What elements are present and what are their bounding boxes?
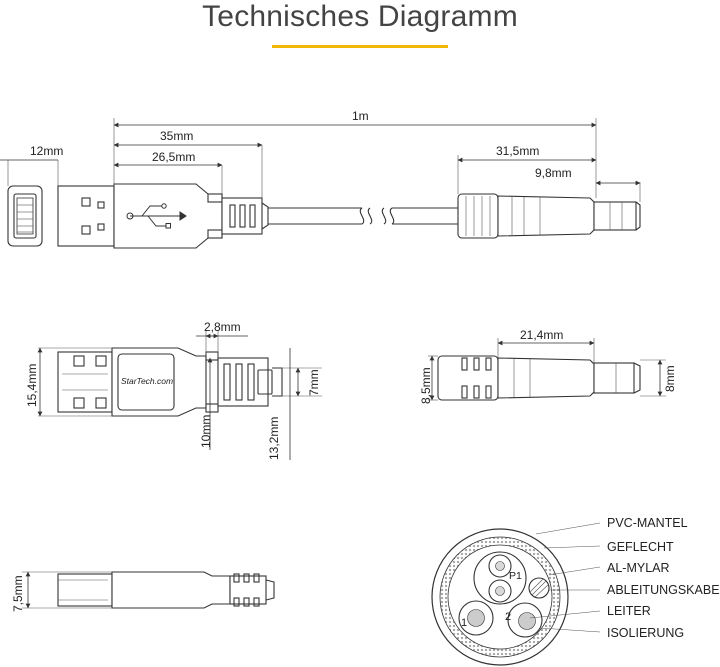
usb-side-plug	[57, 573, 113, 607]
label-pvc-mantel: PVC-MANTEL	[607, 516, 688, 530]
usb-a-plug-detail	[57, 351, 113, 413]
dim-strain-relief: 2,8mm	[204, 320, 241, 334]
title-accent-bar	[272, 45, 448, 48]
strain-relief-detail	[217, 357, 269, 407]
barrel-tip	[593, 201, 637, 231]
usb-side-view: 7,5mm	[11, 571, 275, 612]
dim-barrel-height: 8,5mm	[419, 367, 433, 404]
label-leiter: LEITER	[607, 604, 651, 618]
usb-connector-detail: StarTech.com 2,8mm 15,4mm 7mm 10mm 13,2m…	[25, 320, 322, 460]
dim-barrel-tip-height: 8mm	[663, 365, 677, 392]
dim-side-thickness: 7,5mm	[11, 575, 25, 612]
usb-logo-icon	[126, 203, 187, 229]
label-ableitungskabel: ABLEITUNGSKABEL	[607, 583, 720, 597]
dim-housing-length: 26,5mm	[152, 150, 195, 164]
dim-relief-total: 13,2mm	[267, 417, 281, 460]
dim-relief-base: 10mm	[199, 415, 213, 448]
page-title: Technisches Diagramm	[202, 0, 518, 33]
dim-barrel-body: 21,4mm	[520, 328, 563, 342]
dim-total-length: 1m	[352, 109, 369, 123]
cable-top-view: 1m 35mm 26,5mm 12mm 31,5mm 9,8mm	[0, 109, 641, 249]
marker-1: 1	[461, 617, 467, 629]
dim-barrel-tip: 9,8mm	[535, 166, 572, 180]
cable-cross-section: P1 1 2 PVC-MANTEL GEFLECHT AL-MYLAR ABLE…	[431, 516, 720, 666]
dim-female-end: 12mm	[30, 144, 63, 158]
dim-barrel-total: 31,5mm	[496, 144, 539, 158]
barrel-body	[497, 195, 595, 237]
label-al-mylar: AL-MYLAR	[607, 561, 670, 575]
female-usb-end	[7, 185, 43, 247]
strain-relief	[221, 197, 263, 235]
barrel-connector-detail: 21,4mm 8,5mm 8mm	[419, 328, 677, 404]
label-isolierung: ISOLIERUNG	[607, 626, 684, 640]
usb-a-plug	[57, 185, 115, 247]
dim-usb-height: 15,4mm	[25, 364, 39, 407]
brand-logo: StarTech.com	[121, 376, 173, 386]
marker-2: 2	[505, 611, 511, 623]
barrel-grip	[457, 193, 499, 239]
dim-connector-length: 35mm	[160, 129, 193, 143]
label-geflecht: GEFLECHT	[607, 540, 674, 554]
marker-p1: P1	[509, 570, 522, 582]
dim-relief-end: 7mm	[307, 369, 321, 396]
